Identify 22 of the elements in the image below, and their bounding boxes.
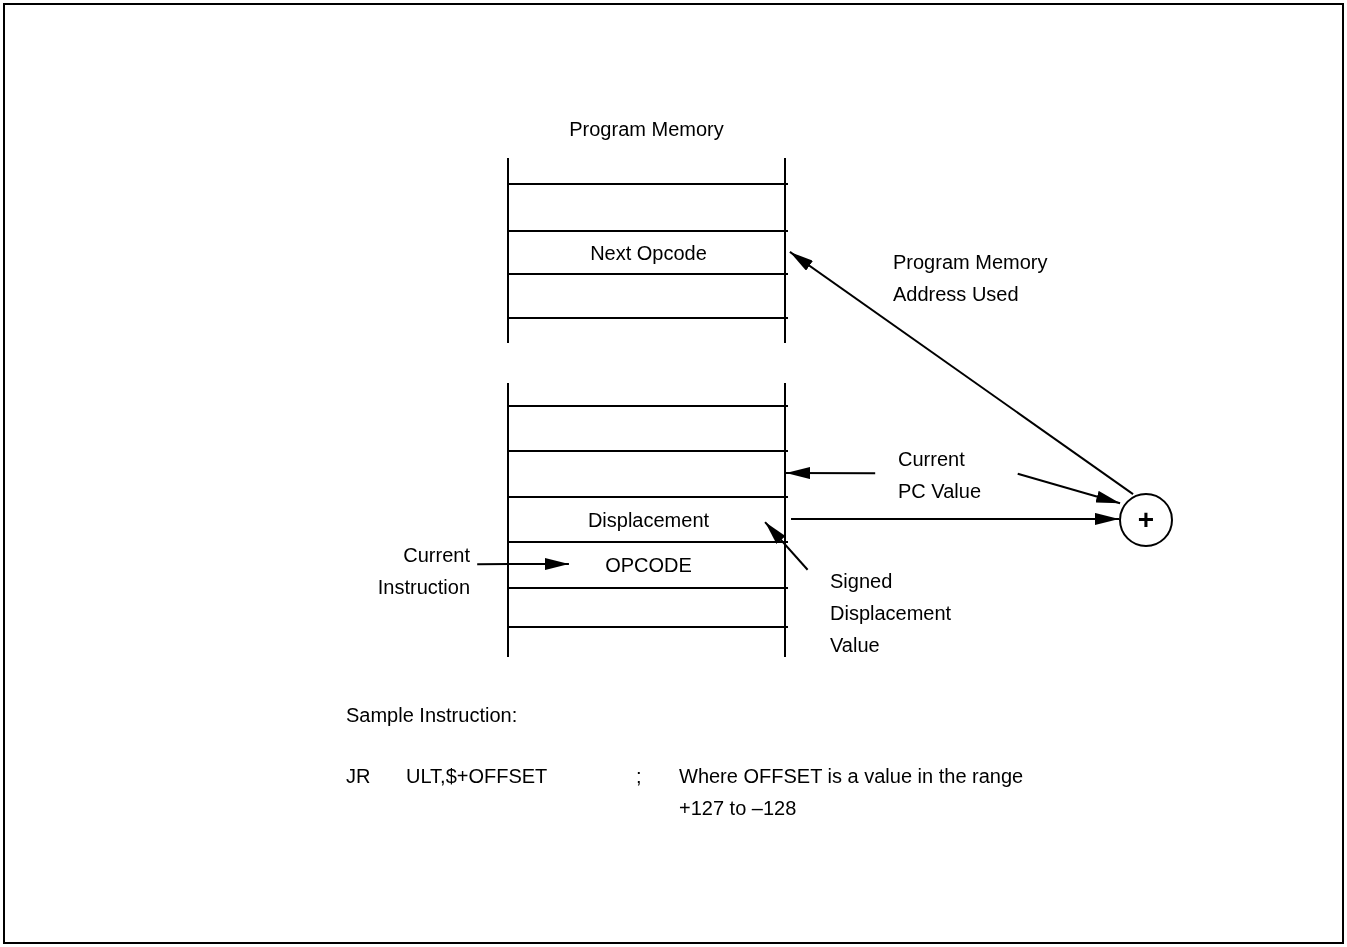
cell-text: OPCODE (605, 553, 692, 578)
cell-text: Displacement (587, 507, 710, 533)
arrow (788, 250, 1135, 496)
note-text: Sample Instruction: (346, 703, 519, 728)
memory-row (509, 273, 788, 319)
arrow (764, 521, 809, 571)
arrow (476, 558, 570, 571)
note-text: ULT,$+OFFSET (406, 764, 549, 789)
note-text: JR (346, 764, 372, 789)
annotation-text: Current PC Value (898, 447, 982, 504)
note-text: Where OFFSET is a value in the range +127 to –128 (679, 764, 1025, 821)
annotation-text: Current Instruction (376, 543, 470, 600)
cell-text: Next Opcode (590, 240, 707, 266)
memory-column (507, 383, 786, 657)
memory-row (509, 587, 788, 628)
annotation-text: Signed Displacement Value (830, 569, 953, 658)
arrow (785, 467, 877, 480)
column-heading: Program Memory (568, 117, 725, 141)
arrow (790, 512, 1120, 525)
arrow (1016, 472, 1122, 505)
plus-sign: + (1137, 506, 1155, 534)
note-text: ; (636, 764, 643, 789)
